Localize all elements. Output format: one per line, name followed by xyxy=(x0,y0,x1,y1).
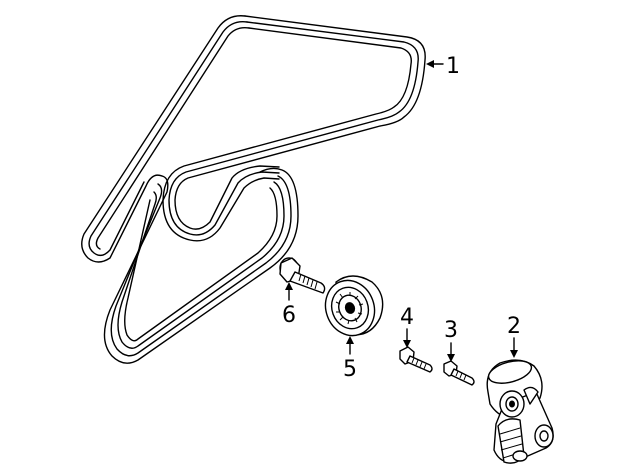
callout-leaders xyxy=(285,60,518,362)
callout-4: 4 xyxy=(400,305,414,330)
callout-2: 2 xyxy=(507,314,521,339)
pulley-bolt xyxy=(279,257,326,294)
callout-3: 3 xyxy=(444,318,458,343)
serpentine-belt xyxy=(81,15,426,364)
callout-1: 1 xyxy=(446,54,460,79)
bolt-small xyxy=(443,360,475,386)
callout-5: 5 xyxy=(343,357,357,382)
callout-6: 6 xyxy=(282,303,296,328)
idler-pulley xyxy=(324,275,384,337)
bolt-medium xyxy=(399,346,433,373)
belt-tensioner xyxy=(486,359,554,464)
